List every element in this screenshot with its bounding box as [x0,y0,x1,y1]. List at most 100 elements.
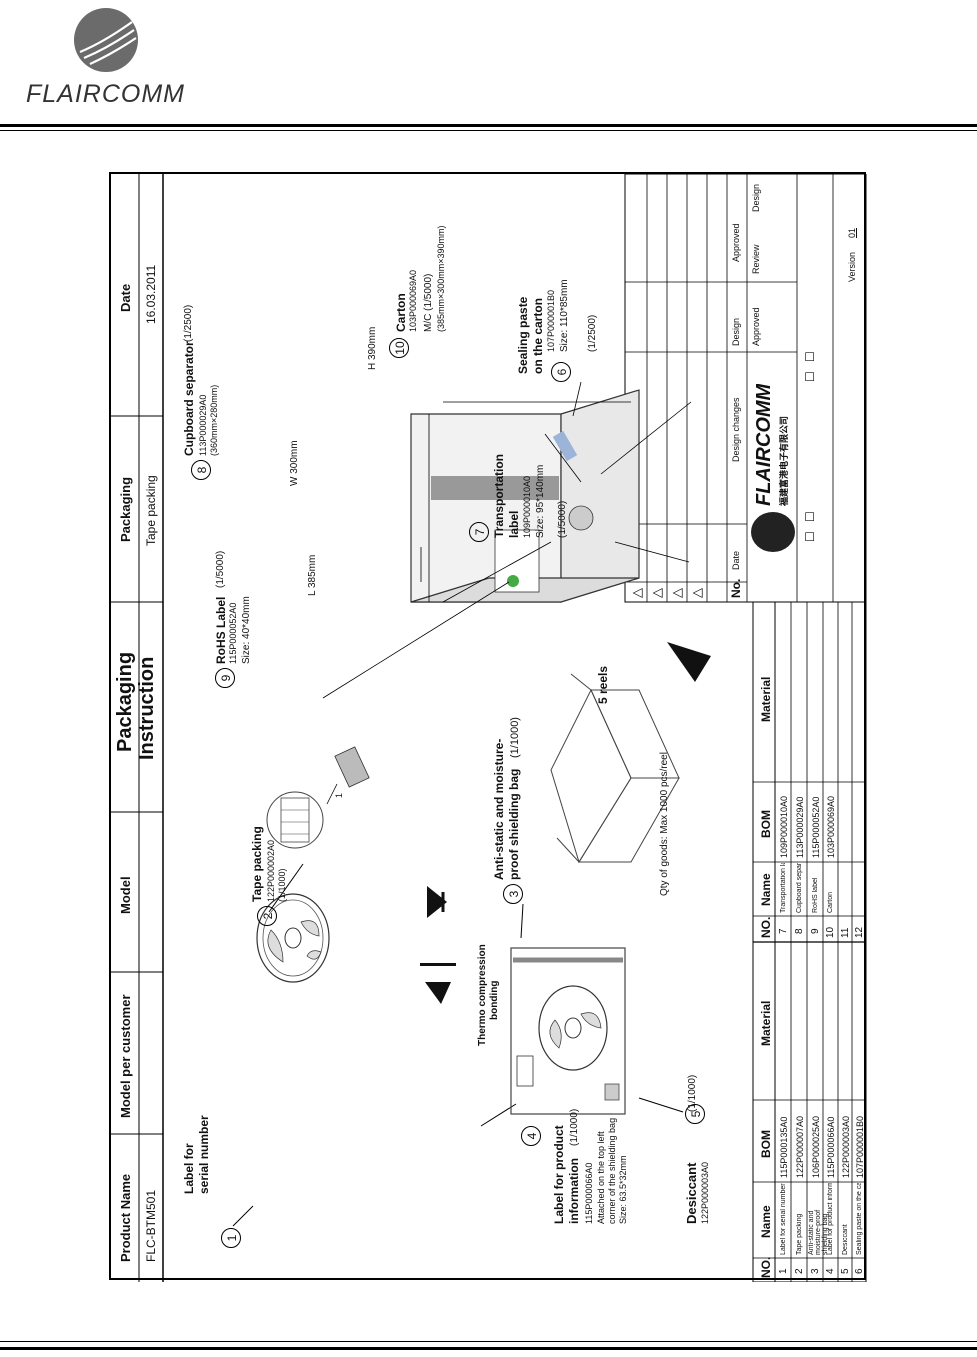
callout-9-code: 115P000052A0 [228,602,238,664]
bom-right-row-2-bom: 113P000029A0 [795,796,805,858]
callout-5-ratio: (1/1000) [687,1074,698,1112]
callout-3-ratio: (1/1000) [509,717,521,758]
callout-4-code: 115P000066A0 [584,1162,594,1224]
title-line2: Instruction [136,656,158,760]
callout-10-marker: 10 [389,338,409,358]
bom-right-row-4-name: Carton [827,891,834,913]
thermo-label-1: Thermo compression [477,944,488,1046]
callout-8-dims: (360mm×280mm) [209,384,219,456]
callout-7-ratio: (1/5000) [557,500,568,538]
bom-left-row-4-no: 4 [825,1268,836,1274]
bom-header-name-right: Name [759,873,773,906]
version-value: 01 [847,227,857,238]
callout-6-title-2: on the carton [531,297,545,374]
qty-of-goods: Qty of goods: Max 1000 pcs/reel [659,752,670,896]
callout-4-title-2: information [567,1158,581,1224]
callout-4-note-2: corner of the shielding bag [607,1117,617,1224]
dimension-length: L 385mm [307,554,318,596]
revision-date-label: Date [731,550,741,570]
tape-reel-drawing [256,893,330,983]
callout-8-title: Cupboard separator [182,341,196,456]
callout-4-marker: 4 [521,1126,541,1146]
revision-logo-text: FLAIRCOMM [753,383,775,506]
packaging-drawing-sheet: Product Name FLC-BTM501 Model per custom… [109,172,867,1282]
callout-7-marker: 7 [469,522,489,542]
bom-header-bom-left: BOM [759,1130,773,1158]
bom-right-row-3-name: RoHS label [812,877,819,913]
callout-4-size: Size: 63.5*32mm [618,1155,628,1224]
bom-header-name-left: Name [759,1205,773,1238]
callout-9-title: RoHS Label [214,596,228,664]
bom-right-row-3-no: 9 [810,928,821,934]
reels-count: 5 reels [596,665,610,704]
callout-7-title-1: Transportation [492,453,506,538]
dimension-width: W 300mm [289,440,300,486]
bom-left-row-5-name: Desiccant [842,1224,849,1255]
callout-9-ratio: (1/5000) [215,550,226,588]
callout-2-marker: 2 [257,906,277,926]
revision-triangle-icon: △ [669,588,684,598]
checkbox-icon: ☐ [803,511,817,522]
model-label: Model [118,876,133,914]
callout-2-ratio: (1/1000) [277,868,287,902]
callout-1-title-1: Label for [182,1143,196,1194]
checkbox-icon: ☐ [803,371,817,382]
callout-7-size: Size: 95*140mm [535,464,546,538]
bom-right-row-2-name: Cupboard separator [796,863,803,913]
revision-review-label: Review [751,244,761,274]
bom-right-row-1-name: Transportation label [780,863,787,913]
bom-left-row-6-bom: 107P000001B0 [855,1115,865,1178]
checkbox-icon: ☐ [803,351,817,362]
bom-left-row-4-name: Label for product information [827,1183,834,1255]
bom-left-row-1-no: 1 [778,1268,789,1274]
module-marker: 1 [334,792,344,798]
callout-4-note-1: Attached on the top left [596,1131,606,1224]
callout-8-code: 113P000029A0 [198,394,208,456]
callout-7-title-2: label [507,510,521,538]
revision-approved-label: Approved [731,223,741,262]
bom-left-row-4-bom: 115P000066A0 [826,1116,836,1178]
callout-6-code: 107P000001B0 [546,289,556,352]
bom-header-no-left: NO. [759,1256,773,1278]
bom-right-row-2-no: 8 [794,928,805,934]
revision-logo-cn: 福建富港电子有限公司 [779,415,789,506]
callout-10-code: 103P000069A0 [408,269,418,332]
bom-right-row-4-no: 10 [825,926,836,938]
bom-left-row-6-no: 6 [854,1268,865,1274]
packaging-value: Tape packing [144,475,158,546]
revision-triangle-icon: △ [649,588,664,598]
callout-10-title: Carton [394,293,408,332]
revision-triangle-icon: △ [629,588,644,598]
header-rule-thin [0,130,977,131]
date-label: Date [118,283,133,312]
callout-1-marker: 1 [221,1228,241,1248]
bom-right-row-1-no: 7 [778,928,789,934]
callout-6-marker: 6 [551,362,571,382]
callout-4-ratio: (1/1000) [569,1108,580,1146]
bom-header-material-left: Material [759,1000,773,1046]
bom-header-no-right: NO. [759,916,773,938]
revision-design-changes-label: Design changes [731,397,741,462]
bom-left-row-5-bom: 122P000003A0 [841,1115,851,1178]
product-name-value: FLC-BTM501 [144,1189,158,1262]
bom-right-row-3-bom: 115P000052A0 [811,796,821,858]
bom-left-row-1-bom: 115P000135A0 [779,1116,789,1178]
callout-4-title-1: Label for product [552,1125,566,1224]
bom-header-bom-right: BOM [759,810,773,838]
shielding-bag-drawing [510,947,626,1115]
bom-left-row-2-bom: 122P000007A0 [795,1115,805,1178]
callout-2-code: 122P000002A0 [266,839,276,902]
revision-triangle-icon: △ [689,588,704,598]
version-label: Version [847,251,857,282]
product-name-label: Product Name [118,1173,133,1262]
bom-left-row-2-name: Tape packing [796,1213,803,1255]
footer-rule-thin [0,1341,977,1342]
callout-3-title-2: proof shielding bag [507,768,521,880]
logo-mark-icon [74,8,138,72]
open-box-drawing [550,673,680,864]
callout-8-ratio: (1/2500) [183,304,194,342]
checkbox-icon: ☐ [803,531,817,542]
bom-header-material-right: Material [759,676,773,722]
dimension-height: H 390mm [367,326,378,370]
callout-6-size: Size: 110*85mm [559,279,570,352]
